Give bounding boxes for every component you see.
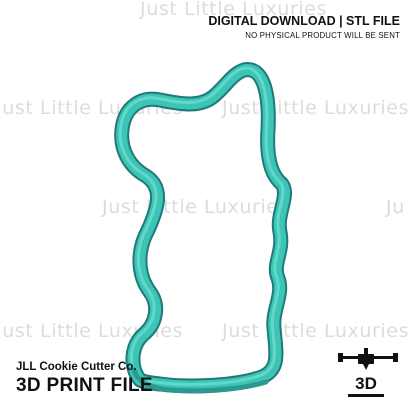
cutter-top-edge xyxy=(116,64,290,392)
3d-printer-icon: 3D xyxy=(338,348,398,397)
3d-badge-label: 3D xyxy=(355,374,377,393)
no-physical-notice: NO PHYSICAL PRODUCT WILL BE SENT xyxy=(245,31,400,40)
cutter-highlight xyxy=(118,66,285,386)
cutter-base-texture xyxy=(131,367,269,394)
watermark-fragment: Ju xyxy=(386,196,405,218)
brand-name: JLL Cookie Cutter Co. xyxy=(16,361,137,373)
download-title: DIGITAL DOWNLOAD | STL FILE xyxy=(208,14,400,28)
product-title: 3D PRINT FILE xyxy=(16,375,153,396)
watermark-text: Just Little Luxuries xyxy=(140,0,328,20)
